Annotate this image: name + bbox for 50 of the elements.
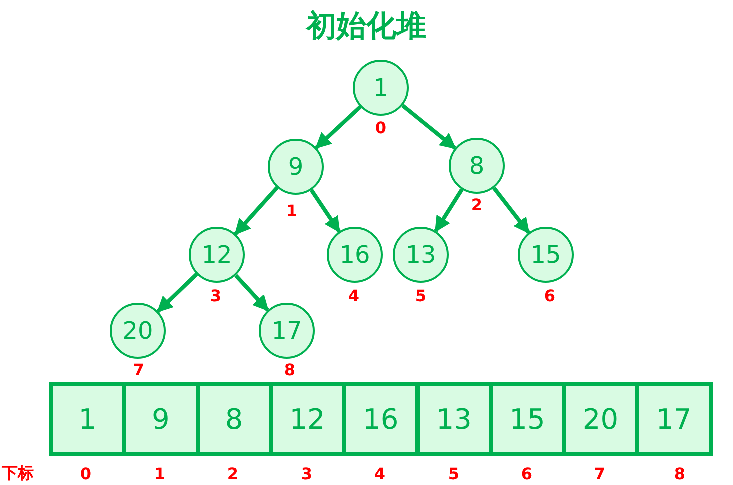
index-label: 1 bbox=[154, 464, 166, 484]
node-value: 16 bbox=[340, 241, 370, 269]
node-value: 1 bbox=[373, 74, 389, 102]
index-label: 5 bbox=[448, 464, 460, 484]
index-label: 2 bbox=[227, 464, 239, 484]
node-value: 8 bbox=[225, 402, 244, 436]
node-value: 9 bbox=[288, 153, 304, 181]
node-value: 17 bbox=[272, 317, 302, 345]
arrow bbox=[310, 189, 342, 234]
index-label: 0 bbox=[80, 464, 92, 484]
node-value: 20 bbox=[582, 402, 619, 436]
node-value: 9 bbox=[152, 402, 170, 436]
arrow bbox=[156, 272, 198, 314]
index-label: 下标 bbox=[2, 464, 34, 484]
node-value: 16 bbox=[363, 402, 399, 436]
tree-node-circle bbox=[189, 227, 245, 283]
index-label: 8 bbox=[284, 360, 296, 380]
node-value: 15 bbox=[510, 402, 546, 436]
index-label: 8 bbox=[674, 464, 686, 484]
node-value: 12 bbox=[290, 402, 326, 436]
index-label: 7 bbox=[594, 464, 606, 484]
tree-node-circle bbox=[268, 139, 324, 195]
arrow bbox=[492, 186, 530, 234]
node-value: 17 bbox=[656, 402, 692, 436]
node-value: 15 bbox=[530, 241, 562, 269]
arrow bbox=[315, 106, 362, 150]
arrow bbox=[234, 274, 270, 312]
index-label: 4 bbox=[374, 464, 386, 484]
index-label: 7 bbox=[133, 360, 145, 380]
index-label: 6 bbox=[521, 464, 533, 484]
index-label: 5 bbox=[415, 286, 427, 306]
index-label: 0 bbox=[375, 118, 387, 138]
node-value: 13 bbox=[436, 402, 472, 436]
index-label: 4 bbox=[348, 286, 360, 306]
node-value: 20 bbox=[122, 317, 154, 345]
tree-node-circle bbox=[353, 60, 409, 116]
arrow bbox=[434, 188, 464, 233]
node-value: 13 bbox=[406, 241, 436, 269]
arrow bbox=[401, 104, 457, 150]
title: 初始化堆 bbox=[304, 8, 428, 46]
node-value: 1 bbox=[78, 402, 97, 436]
index-label: 6 bbox=[544, 286, 556, 306]
tree-node-circle bbox=[449, 138, 505, 194]
index-label: 3 bbox=[210, 286, 222, 306]
arrow bbox=[234, 186, 279, 236]
index-label: 2 bbox=[471, 196, 483, 214]
node-value: 12 bbox=[202, 241, 232, 269]
index-label: 1 bbox=[286, 202, 298, 220]
index-label: 3 bbox=[301, 464, 313, 484]
node-value: 8 bbox=[469, 152, 485, 180]
